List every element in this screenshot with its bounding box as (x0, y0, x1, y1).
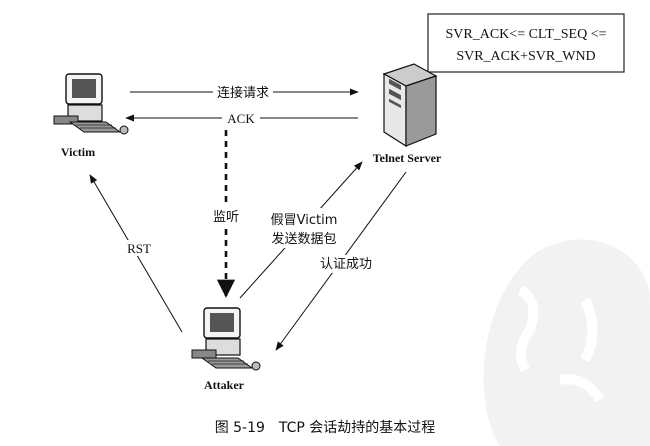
condition-box: SVR_ACK<= CLT_SEQ <= SVR_ACK+SVR_WND (427, 13, 625, 73)
server-label: Telnet Server (373, 151, 442, 165)
attacker-label: Attaker (204, 378, 245, 392)
spoof-label-line-1: 假冒Victim (271, 213, 338, 228)
figure-caption: 图 5-19 TCP 会话劫持的基本过程 (215, 419, 436, 436)
spoof-label-line-2: 发送数据包 (271, 231, 336, 247)
connect-request-label: 连接请求 (217, 85, 269, 101)
condition-line-1: SVR_ACK<= CLT_SEQ <= (446, 27, 607, 42)
rst-label: RST (127, 241, 151, 256)
seal-watermark (483, 239, 650, 446)
condition-line-2: SVR_ACK+SVR_WND (456, 49, 595, 64)
victim-computer-icon (53, 73, 129, 135)
monitor-label: 监听 (213, 210, 239, 225)
auth-success-label: 认证成功 (320, 257, 372, 272)
attacker-computer-icon (191, 307, 261, 371)
ack-label: ACK (227, 111, 255, 126)
victim-label: Victim (61, 145, 95, 159)
server-tower-icon (382, 63, 438, 148)
